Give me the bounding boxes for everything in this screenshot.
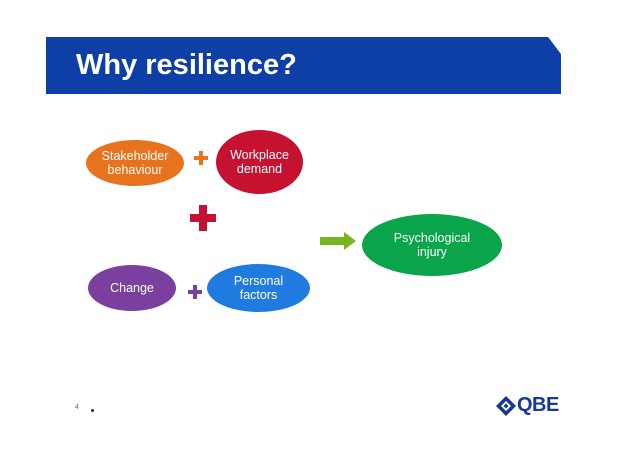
bubble-label: Personal factors [233,274,284,302]
qbe-logo: QBE [496,394,566,417]
plus-icon-red [190,205,216,231]
bubble-personal-factors: Personal factors [207,264,310,312]
page-number: 4 [75,404,79,411]
slide-title: Why resilience? [76,49,297,81]
qbe-logo-icon [496,396,516,416]
title-bar: Why resilience? [46,37,561,94]
bubble-label: Psychological injury [393,231,471,259]
bubble-label: Workplace demand [230,148,289,176]
bubble-change: Change [88,265,176,311]
bullet-dot [91,409,94,412]
bubble-psychological-injury: Psychological injury [362,214,502,276]
bubble-workplace-demand: Workplace demand [216,130,303,194]
bubble-stakeholder-behaviour: Stakeholder behaviour [86,140,184,186]
arrow-right-icon [320,232,356,250]
plus-icon-purple [188,285,202,299]
bubble-label: Stakeholder behaviour [101,149,169,177]
bubble-label: Change [110,281,154,295]
plus-icon-orange [194,151,208,165]
logo-text: QBE [517,394,559,416]
